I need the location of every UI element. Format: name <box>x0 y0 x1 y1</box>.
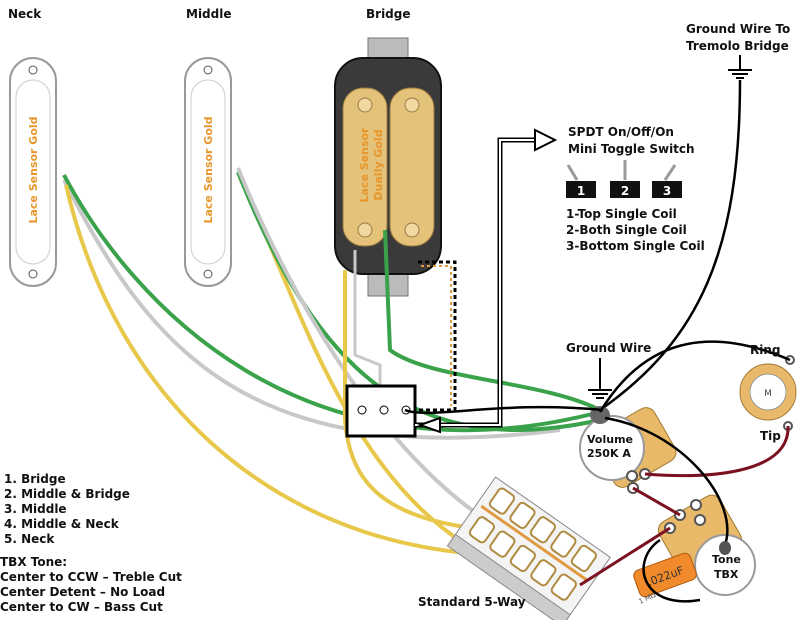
tbx-line-1: Center to CCW – Treble Cut <box>0 570 182 584</box>
toggle-pos-2: 2 <box>621 184 629 198</box>
output-jack[interactable]: M <box>739 355 797 431</box>
toggle-position-icons: 1 2 3 <box>566 160 682 198</box>
middle-pickup: Lace Sensor Gold <box>184 57 232 287</box>
toggle-pos-3: 3 <box>663 184 671 198</box>
bridge-pickup-model-2: Dually Gold <box>372 129 385 200</box>
position-5: 5. Neck <box>4 532 55 546</box>
toggle-title-2: Mini Toggle Switch <box>568 142 695 156</box>
position-1: 1. Bridge <box>4 472 66 486</box>
five-way-switch[interactable] <box>446 476 611 620</box>
ground-tremolo-line1: Ground Wire To <box>686 22 790 36</box>
volume-pot[interactable] <box>579 404 680 494</box>
jack-tip-label: Tip <box>760 429 781 443</box>
pot-wires <box>404 340 791 603</box>
tbx-line-2: Center Detent – No Load <box>0 585 165 599</box>
ground-symbol <box>588 358 612 399</box>
position-4: 4. Middle & Neck <box>4 517 120 531</box>
toggle-title-1: SPDT On/Off/On <box>568 125 674 139</box>
toggle-legend-3: 3-Bottom Single Coil <box>566 239 705 253</box>
middle-label: Middle <box>186 7 232 21</box>
ground-tremolo-line2: Tremolo Bridge <box>686 39 789 53</box>
bridge-pickup-model-1: Lace Sensor <box>358 127 371 203</box>
tbx-title: TBX Tone: <box>0 555 67 569</box>
tbx-line-3: Center to CW – Bass Cut <box>0 600 163 614</box>
neck-pickup-model: Lace Sensor Gold <box>27 116 40 223</box>
ground-wire-label: Ground Wire <box>566 341 651 355</box>
toggle-pos-1: 1 <box>577 184 585 198</box>
neck-pickup: Lace Sensor Gold <box>9 57 57 287</box>
neck-label: Neck <box>8 7 42 21</box>
jack-ring-label: Ring <box>750 343 781 357</box>
tone-label-2: TBX <box>714 568 739 581</box>
tremolo-ground-symbol <box>728 55 752 79</box>
volume-label-2: 250K A <box>587 447 631 460</box>
tone-label-1: Tone <box>712 553 741 566</box>
middle-pickup-model: Lace Sensor Gold <box>202 116 215 223</box>
bridge-pickup: Lace Sensor Dually Gold <box>334 37 442 297</box>
five-way-label: Standard 5-Way <box>418 595 526 609</box>
position-3: 3. Middle <box>4 502 67 516</box>
capacitor: .022uF <box>633 552 697 598</box>
toggle-legend-2: 2-Both Single Coil <box>566 223 687 237</box>
bridge-label: Bridge <box>366 7 411 21</box>
toggle-legend-1: 1-Top Single Coil <box>566 207 677 221</box>
volume-label-1: Volume <box>587 433 633 446</box>
position-2: 2. Middle & Bridge <box>4 487 130 501</box>
jack-center-label: M <box>764 389 772 399</box>
mini-toggle-switch[interactable] <box>345 384 417 438</box>
